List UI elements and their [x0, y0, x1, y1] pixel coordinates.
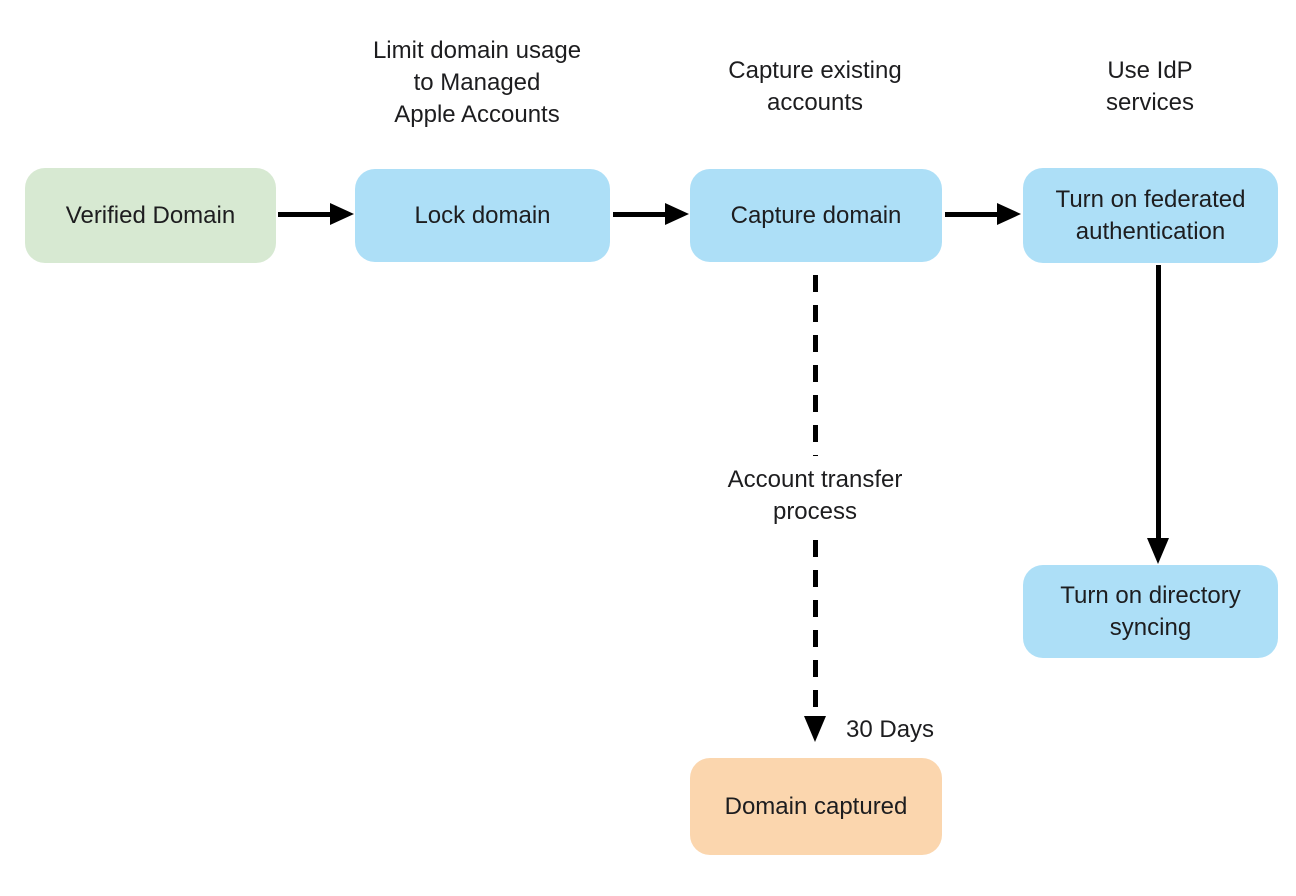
annotation-use-idp-services: Use IdP services	[1105, 57, 1195, 116]
annotation-limit-domain-usage: Limit domain usage to Managed Apple Acco…	[372, 37, 582, 128]
dashed-arrow-capture-to-captured-upper	[813, 275, 818, 456]
node-lock-domain: Lock domain	[355, 169, 610, 262]
arrowhead-right-icon	[330, 203, 354, 225]
arrow-capture-to-federated	[945, 212, 997, 217]
dashed-arrow-capture-to-captured-lower	[813, 540, 818, 712]
node-turn-on-directory-syncing: Turn on directory syncing	[1023, 565, 1278, 658]
arrowhead-down-icon	[804, 716, 826, 742]
edge-label-account-transfer-process: Account transfer process	[727, 466, 903, 525]
arrowhead-right-icon	[665, 203, 689, 225]
edge-label-30-days: 30 Days	[846, 716, 935, 743]
node-turn-on-federated-authentication: Turn on federated authentication	[1023, 168, 1278, 263]
node-domain-captured: Domain captured	[690, 758, 942, 855]
arrow-federated-to-directory-syncing	[1156, 265, 1161, 538]
arrow-lock-to-capture	[613, 212, 665, 217]
node-capture-domain: Capture domain	[690, 169, 942, 262]
arrow-verified-to-lock	[278, 212, 330, 217]
annotation-capture-existing-accounts: Capture existing accounts	[728, 57, 902, 116]
arrowhead-right-icon	[997, 203, 1021, 225]
node-verified-domain: Verified Domain	[25, 168, 276, 263]
arrowhead-down-icon	[1147, 538, 1169, 564]
